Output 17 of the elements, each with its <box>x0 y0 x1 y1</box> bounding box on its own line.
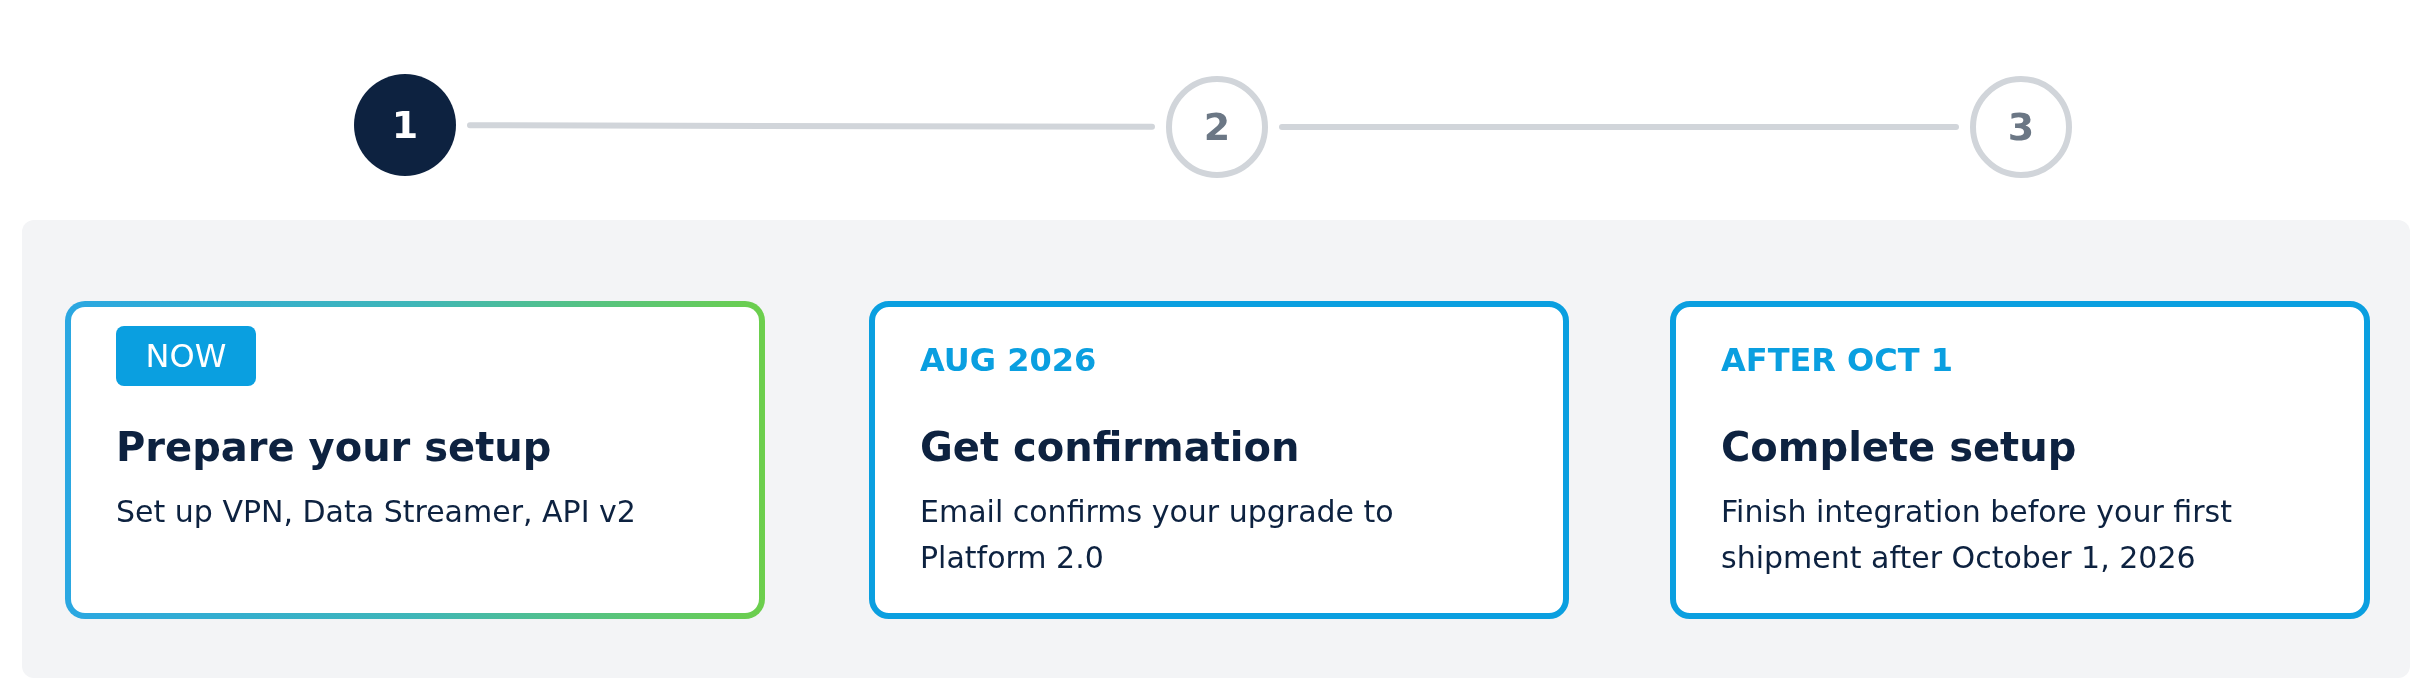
date-label: AFTER OCT 1 <box>1721 340 1953 380</box>
step-number: 2 <box>1203 108 1231 146</box>
card-description: Email confirms your upgrade to Platform 2.0 <box>920 493 1395 577</box>
date-label: AUG 2026 <box>920 340 1097 380</box>
step-number: 3 <box>2007 108 2035 146</box>
step-number: 1 <box>391 106 419 144</box>
step-card <box>1670 301 2370 619</box>
card-title: Complete setup <box>1721 423 2077 472</box>
card-description: Set up VPN, Data Streamer, API v2 <box>116 493 636 531</box>
card-description: Finish integration before your first shipment after October 1, 2026 <box>1721 493 2233 577</box>
step-card <box>869 301 1569 619</box>
connector-line <box>1279 124 1959 130</box>
connector-line <box>467 122 1155 130</box>
status-badge: NOW <box>116 326 256 386</box>
background-panel <box>22 220 2410 678</box>
card-title: Get confirmation <box>920 423 1300 472</box>
card-title: Prepare your setup <box>116 423 552 472</box>
